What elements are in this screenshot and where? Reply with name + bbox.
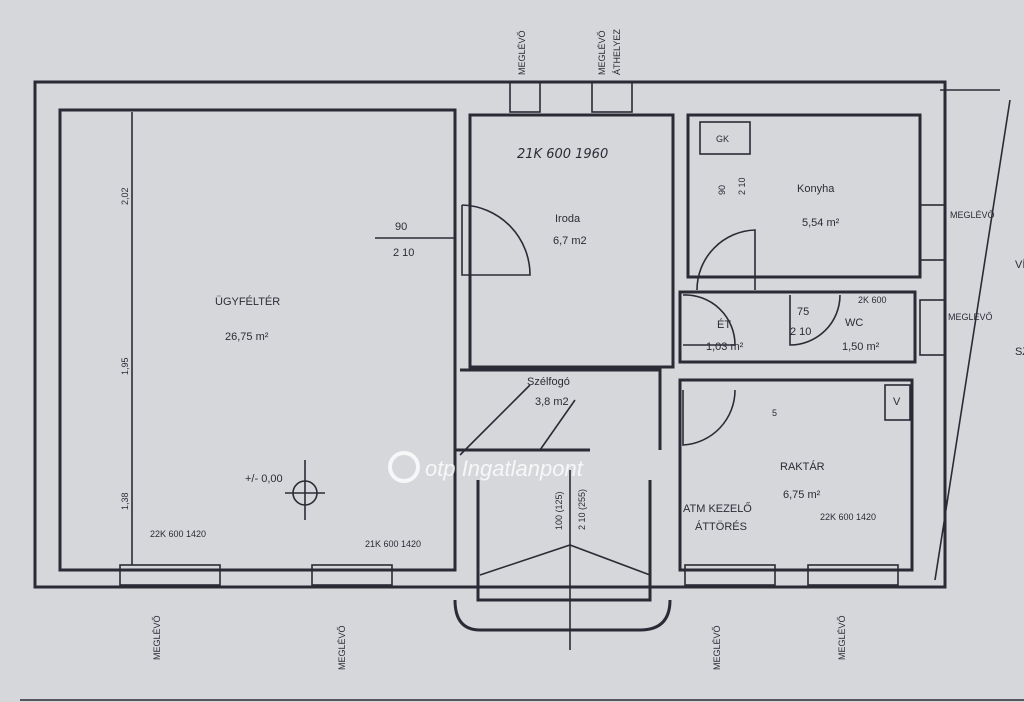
dim-bot: 1,38 (120, 492, 130, 510)
v-label: V (893, 396, 901, 408)
window-raktar-note: 22K 600 1420 (820, 512, 876, 522)
doors (285, 204, 841, 650)
door-wc-height: 2 10 (790, 326, 811, 338)
door-konyha-height: 2 10 (737, 177, 747, 195)
room-iroda-name: Iroda (555, 213, 581, 225)
outer-walls (20, 80, 1024, 701)
atm-label: ATM KEZELŐ (683, 501, 752, 515)
vizge-label: VÍZGE (1015, 258, 1024, 271)
dim-mid: 1,95 (120, 357, 130, 375)
meglevo-label: MEGLÉVŐ (152, 615, 162, 660)
wc-note: 2K 600 (858, 295, 887, 305)
athelyez-label: ÁTHELYEZ (612, 29, 622, 75)
window-top-note: 21K 600 1960 (517, 147, 608, 162)
room-szelfogo-area: 3,8 m2 (535, 396, 569, 408)
szent-label: SZENT (1015, 346, 1024, 358)
door-iroda-width: 90 (395, 221, 407, 233)
window-left-note: 22K 600 1420 (150, 529, 206, 539)
room-raktar-area: 6,75 m² (783, 489, 821, 501)
room-ugyfelter-name: ÜGYFÉLTÉR (215, 295, 280, 308)
room-konyha-name: Konyha (797, 183, 835, 195)
door-wc-width: 75 (797, 306, 809, 318)
gk-label: GK (716, 134, 729, 144)
otp-logo-icon (388, 451, 420, 483)
door-entry-height: 2 10 (255) (577, 489, 587, 530)
dim-top: 2,02 (120, 187, 130, 205)
room-ugyfelter-area: 26,75 m² (225, 331, 269, 343)
door-konyha-width: 90 (717, 185, 727, 195)
meglevo-label: MEGLÉVŐ (712, 625, 722, 670)
meglevo-label: MEGLÉVŐ (950, 210, 995, 220)
room-et-name: ÉT (717, 318, 731, 331)
door-iroda-height: 2 10 (393, 247, 414, 259)
room-wc-name: WC (845, 317, 863, 329)
room-szelfogo-name: Szélfogó (527, 376, 570, 388)
meglevo-label: MEGLÉVŐ (337, 625, 347, 670)
room-iroda-area: 6,7 m2 (553, 235, 587, 247)
room-konyha-area: 5,54 m² (802, 217, 840, 229)
room-raktar-name: RAKTÁR (780, 460, 825, 473)
meglevo-label: MEGLÉVŐ (517, 30, 527, 75)
windows (119, 81, 946, 586)
meglevo-label: MEGLÉVŐ (837, 615, 847, 660)
level-mark: +/- 0,00 (245, 473, 283, 485)
attores-label: ÁTTÖRÉS (695, 520, 747, 533)
door-entry-width: 100 (125) (554, 491, 564, 530)
window-mid-note: 21K 600 1420 (365, 539, 421, 549)
room-et-area: 1,03 m² (706, 341, 744, 353)
room-wc-area: 1,50 m² (842, 341, 880, 353)
meglevo-label: MEGLÉVŐ (597, 30, 607, 75)
meglevo-label: MEGLÉVŐ (948, 312, 993, 322)
watermark: otp Ingatlanpont (425, 456, 584, 481)
small-5: 5 (772, 408, 777, 418)
